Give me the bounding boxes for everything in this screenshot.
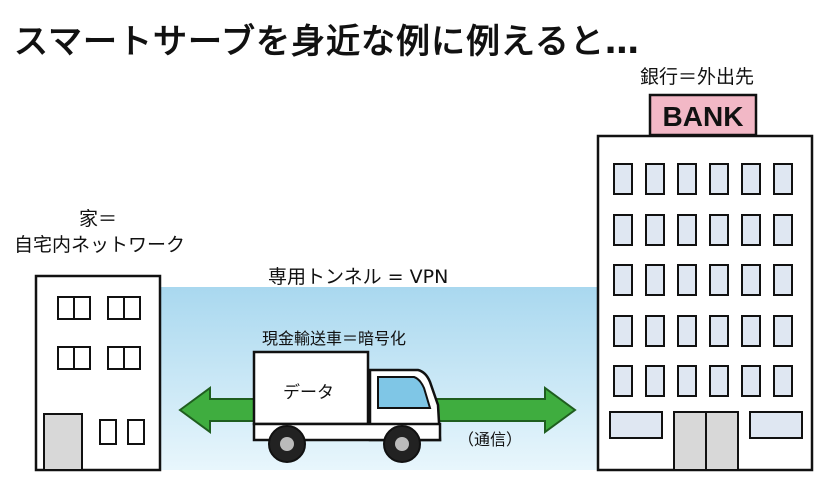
home-label: 家＝ 自宅内ネットワーク xyxy=(14,206,186,258)
home-door xyxy=(43,413,83,471)
bank-window xyxy=(609,163,803,439)
home-window xyxy=(57,296,145,445)
truck-windshield xyxy=(377,376,432,409)
bank-sign-text: BANK xyxy=(663,101,744,132)
truck-label: 現金輸送車＝暗号化 xyxy=(262,329,407,348)
tunnel-label: 専用トンネル = VPN xyxy=(268,266,449,288)
truck-cargo-box xyxy=(252,350,370,426)
home-label-line2: 自宅内ネットワーク xyxy=(14,234,186,256)
right-arrow xyxy=(433,386,577,434)
page-title: スマートサーブを身近な例に例えると… xyxy=(14,22,640,62)
cash-truck xyxy=(252,350,442,463)
home-building xyxy=(34,274,162,472)
bank-sign xyxy=(648,93,758,137)
bank-entrance xyxy=(673,411,739,471)
bank-label: 銀行＝外出先 xyxy=(640,66,755,88)
home-label-line1: 家＝ xyxy=(78,208,117,230)
communication-label: （通信） xyxy=(458,430,523,449)
bank-building: BANK xyxy=(596,93,814,472)
cargo-label: データ xyxy=(283,383,334,403)
